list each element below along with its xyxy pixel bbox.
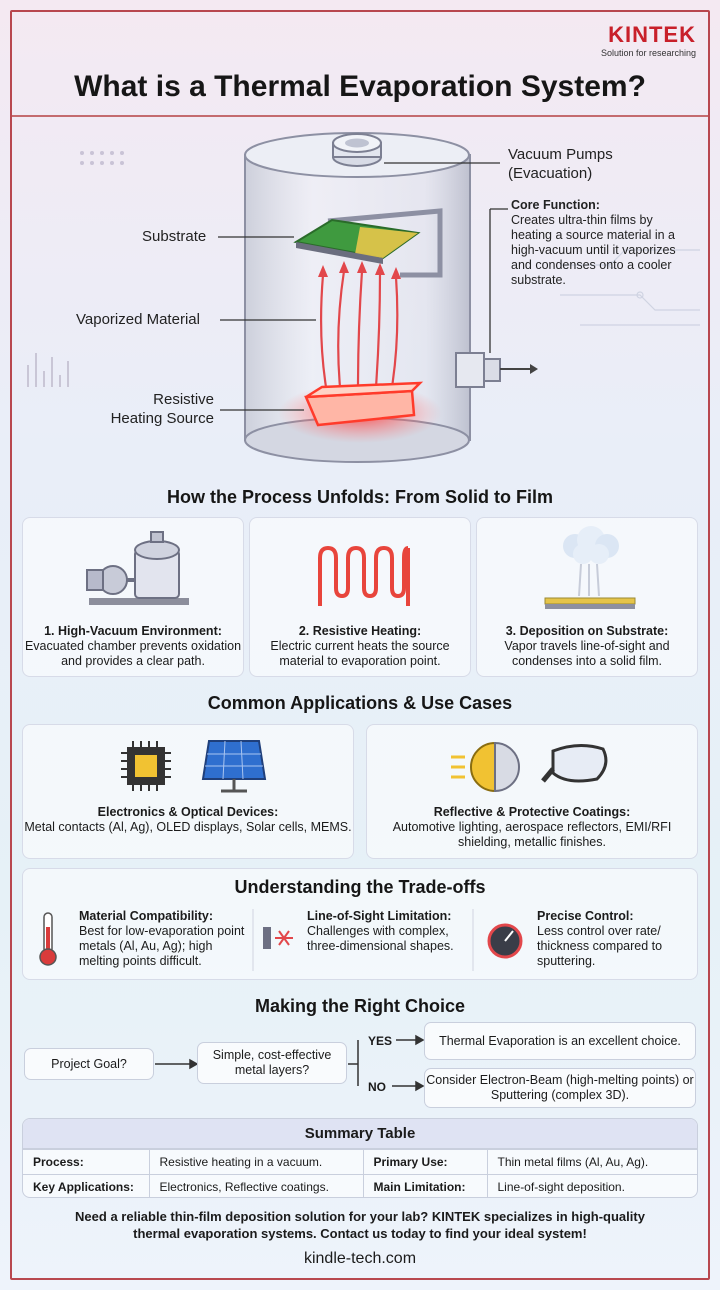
table-cell: Line-of-sight deposition. [487,1174,697,1197]
table-cell: Main Limitation: [363,1174,488,1197]
cta-line-2: thermal evaporation systems. Contact us … [133,1226,587,1241]
brand-tagline: Solution for researching [600,48,696,58]
table-row: Key Applications: Electronics, Reflectiv… [23,1174,697,1197]
summary-table: Summary Table Process: Resistive heating… [22,1118,698,1198]
label-substrate: Substrate [142,228,207,245]
coatings-title: Reflective & Protective Coatings: [433,805,631,819]
control-knob-icon [487,923,523,959]
process-step-2: 2. Resistive Heating: Electric current h… [249,517,471,677]
lamp-and-mirror-icon [451,741,608,793]
tradeoffs-panel: Material Compatibility: Best for low-eva… [22,868,698,980]
tradeoff-1-title: Material Compatibility: [79,909,214,923]
tradeoff-3-title: Precise Control: [537,909,634,923]
label-heating-source: Heating Source [110,410,214,427]
label-evacuation: (Evacuation) [508,165,593,182]
electronics-text: Metal contacts (Al, Ag), OLED displays, … [24,820,352,834]
no-result-box: Consider Electron-Beam (high-melting poi… [424,1068,696,1108]
core-function-callout: Core Function: Creates ultra-thin films … [511,198,681,288]
table-cell: Primary Use: [363,1149,488,1175]
process-step-3: 3. Deposition on Substrate: Vapor travel… [476,517,698,677]
coatings-text: Automotive lighting, aerospace reflector… [392,820,672,849]
cta-line-1: Need a reliable thin-film deposition sol… [75,1209,645,1224]
label-vacuum-pumps: Vacuum Pumps [508,146,613,163]
no-label: NO [368,1080,386,1094]
heating-coil-icon [318,545,410,606]
step-1-title: 1. High-Vacuum Environment: [44,624,222,638]
chamber-illustration [27,132,700,463]
electronics-title: Electronics & Optical Devices: [97,805,279,819]
table-row: Process: Resistive heating in a vacuum. … [23,1149,697,1175]
chamber-diagram: Vacuum Pumps (Evacuation) Substrate Vapo… [0,125,720,470]
applications-heading: Common Applications & Use Cases [207,693,513,713]
choice-heading: Making the Right Choice [254,996,465,1016]
label-resistive: Resistive [153,391,214,408]
step-2-title: 2. Resistive Heating: [298,624,422,638]
title-divider [12,115,708,117]
table-cell: Process: [23,1149,150,1175]
thermometer-icon [39,912,57,966]
tradeoff-3-text: Less control over rate/ thickness compar… [537,924,663,968]
vacuum-pump-icon [86,531,189,605]
core-function-title: Core Function: [511,198,600,212]
page-frame [10,10,710,1280]
core-function-text: Creates ultra-thin films by heating a so… [511,213,676,287]
table-cell: Electronics, Reflective coatings. [149,1174,364,1197]
process-step-1: 1. High-Vacuum Environment: Evacuated ch… [22,517,244,677]
table-cell: Resistive heating in a vacuum. [149,1149,364,1175]
application-coatings: Reflective & Protective Coatings: Automo… [366,724,698,859]
page-title: What is a Thermal Evaporation System? [74,70,646,103]
question-box: Simple, cost-effective metal layers? [197,1042,347,1084]
step-3-text: Vapor travels line-of-sight and condense… [504,639,670,668]
yes-result-box: Thermal Evaporation is an excellent choi… [424,1022,696,1060]
tradeoff-icons [39,909,523,971]
deposition-icon [544,526,636,609]
brand-name: KINTEK [608,22,696,47]
step-1-text: Evacuated chamber prevents oxidation and… [24,639,242,668]
decision-flow-arrows [155,1034,425,1092]
chip-and-solar-panel-icon [121,740,267,793]
yes-label: YES [368,1034,393,1048]
label-vaporized-material: Vaporized Material [76,311,200,328]
line-of-sight-icon [263,927,293,949]
tradeoff-2-title: Line-of-Sight Limitation: [307,909,452,923]
website-link[interactable]: kindle-tech.com [303,1250,417,1267]
brand-logo: KINTEK Solution for researching [601,22,696,58]
table-cell: Key Applications: [23,1174,150,1197]
application-electronics: Electronics & Optical Devices: Metal con… [22,724,354,859]
tradeoff-1-text: Best for low-evaporation point metals (A… [79,924,245,968]
call-to-action: Need a reliable thin-film deposition sol… [0,1208,720,1242]
tradeoffs-heading: Understanding the Trade-offs [234,877,486,897]
table-cell: Thin metal films (Al, Au, Ag). [487,1149,697,1175]
process-heading: How the Process Unfolds: From Solid to F… [166,487,554,507]
step-3-title: 3. Deposition on Substrate: [505,624,669,638]
project-goal-box: Project Goal? [24,1048,154,1080]
tradeoff-2-text: Challenges with complex, three-dimension… [307,924,454,953]
step-2-text: Electric current heats the source materi… [270,639,450,668]
summary-heading: Summary Table [23,1119,697,1149]
